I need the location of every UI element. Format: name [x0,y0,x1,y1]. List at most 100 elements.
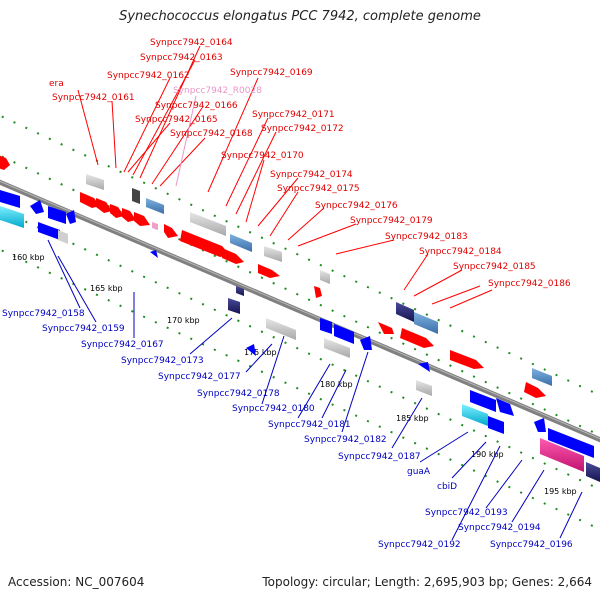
leader-line [269,191,299,237]
gene-label: Synpcc7942_0173 [121,356,204,366]
gene-arrow-reverse [38,222,60,240]
gene-label: Synpcc7942_0179 [350,216,433,226]
leader-line [297,223,357,247]
leader-line [235,131,277,215]
gene-label: Synpcc7942_0168 [170,129,253,139]
genome-backbone-highlight [0,180,600,440]
gene-label: Synpcc7942_0192 [378,540,461,550]
upper-leader-lines [77,45,493,309]
gene-arrow-forward [134,212,150,226]
gene-label: Synpcc7942_0196 [490,540,573,550]
gene-arrow-reverse [334,324,354,344]
leader-line [419,431,469,463]
leader-line [451,445,501,541]
gene-box-grey [86,174,104,190]
gene-box-magenta [540,438,584,472]
leader-line [257,177,299,227]
genome-summary-text: Topology: circular; Length: 2,695,903 bp… [262,575,592,589]
leader-line [559,491,583,539]
gene-label: Synpcc7942_0165 [135,115,218,125]
gene-box-grey [320,270,330,284]
leader-line [47,239,81,309]
gene-arrow-reverse [66,210,76,224]
leader-line [57,255,97,323]
gene-features [0,155,600,482]
gene-box-cyan [462,404,488,426]
gene-label: Synpcc7942_0158 [2,309,85,319]
gene-arrow-forward [0,155,10,170]
gene-arrow-reverse [496,398,514,416]
gene-arrow-forward [450,350,484,369]
gene-label: Synpcc7942_0184 [419,247,502,257]
gene-arrow-reverse [30,200,44,214]
gene-arrow-reverse [0,190,20,208]
leader-line [159,137,206,187]
leader-line [413,269,463,297]
gene-arrow-forward [180,230,230,257]
gene-label: Synpcc7942_0163 [140,53,223,63]
leader-line [189,317,233,355]
map-title: Synechococcus elongatus PCC 7942, comple… [119,9,481,24]
leader-line [245,159,265,223]
lower-gene-labels: Synpcc7942_0158 Synpcc7942_0159 Synpcc79… [2,309,573,550]
leader-line [511,469,545,523]
gene-box-steel [146,198,164,214]
gene-arrow-forward [524,382,546,398]
gene-box-steel [532,368,552,386]
gene-label: Synpcc7942_0187 [338,452,421,462]
leader-line [341,351,369,433]
gene-label: Synpcc7942_0177 [158,372,241,382]
gene-arrow-reverse [360,336,372,350]
gene-label-rna: Synpcc7942_R0028 [173,86,262,96]
leader-line [449,289,493,309]
gene-label: Synpcc7942_0166 [155,101,238,111]
gene-arrow-reverse [488,416,504,434]
gene-label: Synpcc7942_0185 [453,262,536,272]
gene-label: Synpcc7942_0167 [81,340,164,350]
leader-line [321,369,347,419]
gene-box-grey [264,246,282,262]
kbp-scale: 160 kbp 165 kbp 170 kbp 175 kbp 180 kbp … [12,253,577,496]
leader-line [151,107,203,185]
kbp-marker: 175 kbp [244,348,277,357]
gene-arrow-forward [122,208,136,222]
gene-box-steel [230,234,252,252]
gene-box-navy [586,462,600,482]
gene-arrow-forward [164,224,178,238]
leader-line [403,253,429,291]
kbp-marker: 180 kbp [320,380,353,389]
gene-label-guaA: guaA [407,467,431,477]
leader-line [111,100,117,169]
gene-box-light [58,230,68,244]
gene-label: Synpcc7942_0170 [221,151,304,161]
gene-arrow-forward [378,322,394,334]
kbp-marker: 170 kbp [167,316,200,325]
gene-arrow-forward [314,286,322,298]
gene-arrow-reverse [320,318,332,334]
gene-arrow-forward [110,204,124,218]
kbp-marker: 165 kbp [90,284,123,293]
leader-line [127,122,171,173]
gene-label: Synpcc7942_0186 [488,279,571,289]
kbp-marker: 190 kbp [471,450,504,459]
gene-box-navy [236,286,244,296]
gene-box-grey [266,318,296,340]
accession-text: Accession: NC_007604 [8,575,145,589]
gene-arrow-forward [258,264,280,278]
gene-arrow-forward [96,198,112,213]
gene-box-navy [396,302,414,322]
gene-arrow-forward [222,248,244,264]
kbp-marker: 195 kbp [544,487,577,496]
gene-box-navy [228,298,240,314]
rna-leader-line [175,95,197,187]
leader-line [431,285,481,305]
leader-line [139,45,201,179]
gene-label: Synpcc7942_0162 [107,71,190,81]
leader-line [207,77,259,193]
gene-label: Synpcc7942_0175 [277,184,360,194]
gene-box-navy [132,188,140,204]
lower-leader-lines [47,239,583,541]
gene-label: Synpcc7942_0182 [304,435,387,445]
gene-box-grey [190,212,226,236]
